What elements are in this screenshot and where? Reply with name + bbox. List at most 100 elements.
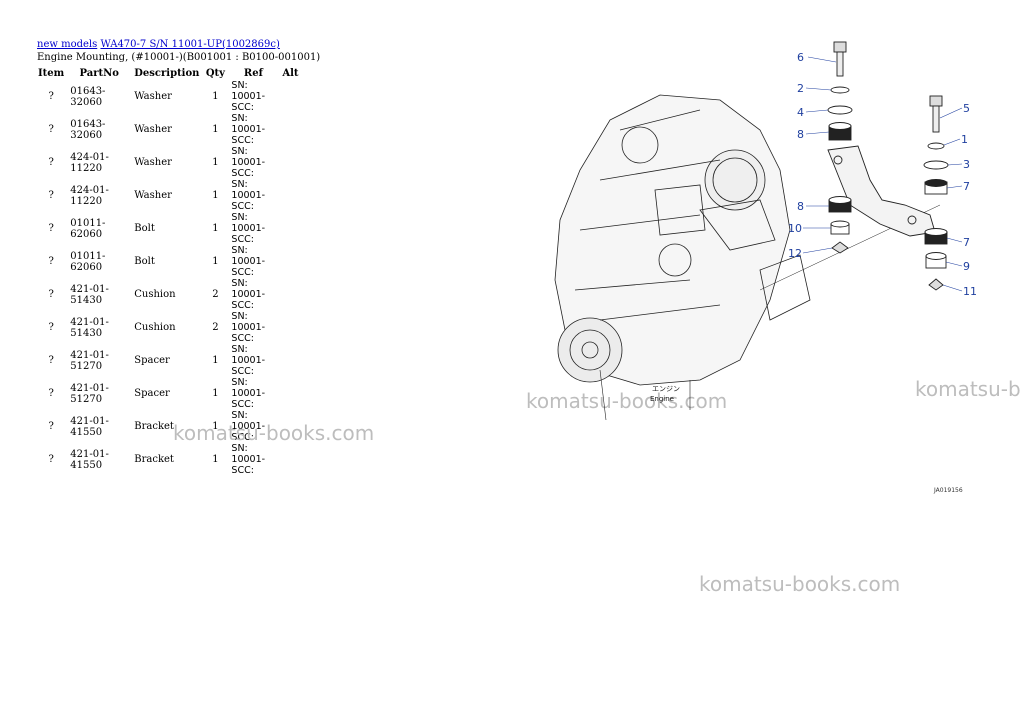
engine-mounting-diagram: 6 2 4 8 8 10 12 5 1 3 7 7 9 11 エンジン Engi… (554, 41, 977, 421)
cell-qty: 2 (212, 289, 219, 300)
table-header-row: Item PartNo Description Qty Ref Alt (35, 66, 302, 80)
cell-part-no: 01011-62060 (70, 217, 106, 240)
cell-ref: SN: 10001-SCC: (231, 278, 266, 311)
cell-qty: 1 (212, 388, 219, 399)
engine-drawing (554, 94, 941, 421)
cell-part-no: 01011-62060 (70, 250, 106, 273)
cell-qty: 1 (212, 223, 219, 234)
part-callouts: 6 2 4 8 8 10 12 5 1 3 7 7 9 11 (788, 51, 977, 298)
callout-3: 3 (963, 158, 970, 171)
watermark: komatsu-b (915, 377, 1021, 401)
callout-8: 8 (797, 128, 804, 141)
cell-alt (278, 80, 302, 113)
col-header-alt: Alt (282, 67, 299, 79)
cell-alt (278, 146, 302, 179)
cell-qty: 1 (212, 124, 219, 135)
cell-ref: SN: 10001-SCC: (231, 245, 266, 278)
cell-ref: SN: 10001-SCC: (231, 311, 266, 344)
cell-part-no: 421-01-51430 (70, 316, 109, 339)
callout-7: 7 (963, 180, 970, 193)
cell-alt (278, 278, 302, 311)
cell-ref: SN: 10001-SCC: (231, 410, 266, 443)
cell-item: ? (48, 322, 54, 333)
cell-alt (278, 377, 302, 410)
cell-description: Bracket (134, 454, 174, 465)
table-row: ? 421-01-41550 Bracket 1 SN: 10001-SCC: (35, 410, 302, 443)
cell-ref: SN: 10001-SCC: (231, 146, 266, 179)
mount-hardware (827, 41, 949, 291)
callout-12: 12 (788, 247, 802, 260)
engine-label-jp: エンジン (652, 385, 680, 393)
cell-part-no: 421-01-41550 (70, 415, 109, 438)
cell-item: ? (48, 91, 54, 102)
watermark: komatsu-books.com (699, 572, 901, 596)
leader-lines (802, 56, 963, 292)
table-row: ? 01011-62060 Bolt 1 SN: 10001-SCC: (35, 212, 302, 245)
breadcrumb-link-model[interactable]: WA470-7 S/N 11001-UP(1002869c) (100, 39, 280, 50)
cell-qty: 2 (212, 322, 219, 333)
col-header-partno: PartNo (79, 67, 119, 79)
callout-10: 10 (788, 222, 802, 235)
cell-description: Spacer (134, 355, 170, 366)
cell-part-no: 01643-32060 (70, 85, 106, 108)
cell-description: Bolt (134, 256, 155, 267)
callout-11: 11 (963, 285, 977, 298)
breadcrumb: new models WA470-7 S/N 11001-UP(1002869c… (37, 39, 280, 50)
cell-ref: SN: 10001-SCC: (231, 113, 266, 146)
cell-description: Bracket (134, 421, 174, 432)
cell-description: Bolt (134, 223, 155, 234)
cell-alt (278, 245, 302, 278)
col-header-description: Description (134, 67, 200, 79)
cell-item: ? (48, 454, 54, 465)
cell-description: Washer (134, 124, 172, 135)
cell-description: Washer (134, 157, 172, 168)
col-header-qty: Qty (205, 67, 225, 79)
cell-alt (278, 443, 302, 476)
callout-8: 8 (797, 200, 804, 213)
engine-label-en: Engine (650, 395, 674, 403)
cell-qty: 1 (212, 157, 219, 168)
cell-item: ? (48, 256, 54, 267)
cell-alt (278, 212, 302, 245)
cell-description: Cushion (134, 289, 176, 300)
page-subtitle: Engine Mounting, (#10001-)(B001001 : B01… (37, 52, 321, 63)
cell-item: ? (48, 388, 54, 399)
cell-item: ? (48, 421, 54, 432)
drawing-id: JA019156 (934, 487, 963, 494)
cell-item: ? (48, 190, 54, 201)
cell-part-no: 424-01-11220 (70, 184, 109, 207)
breadcrumb-link-new-models[interactable]: new models (37, 39, 98, 50)
cell-item: ? (48, 355, 54, 366)
cell-ref: SN: 10001-SCC: (231, 212, 266, 245)
cell-part-no: 421-01-51270 (70, 382, 109, 405)
cell-item: ? (48, 223, 54, 234)
cell-qty: 1 (212, 190, 219, 201)
cell-alt (278, 311, 302, 344)
cell-alt (278, 179, 302, 212)
watermark: komatsu-books.com (173, 421, 375, 445)
cell-ref: SN: 10001-SCC: (231, 344, 266, 377)
cell-part-no: 421-01-51270 (70, 349, 109, 372)
col-header-item: Item (38, 67, 65, 79)
cell-qty: 1 (212, 454, 219, 465)
callout-4: 4 (797, 106, 804, 119)
cell-description: Spacer (134, 388, 170, 399)
cell-qty: 1 (212, 421, 219, 432)
cell-qty: 1 (212, 256, 219, 267)
parts-table: Item PartNo Description Qty Ref Alt ? 016… (35, 66, 302, 477)
cell-item: ? (48, 289, 54, 300)
cell-item: ? (48, 157, 54, 168)
callout-7: 7 (963, 236, 970, 249)
cell-part-no: 01643-32060 (70, 118, 106, 141)
callout-2: 2 (797, 82, 804, 95)
cell-ref: SN: 10001-SCC: (231, 80, 266, 113)
cell-qty: 1 (212, 355, 219, 366)
cell-part-no: 421-01-41550 (70, 448, 109, 471)
cell-qty: 1 (212, 91, 219, 102)
cell-alt (278, 344, 302, 377)
